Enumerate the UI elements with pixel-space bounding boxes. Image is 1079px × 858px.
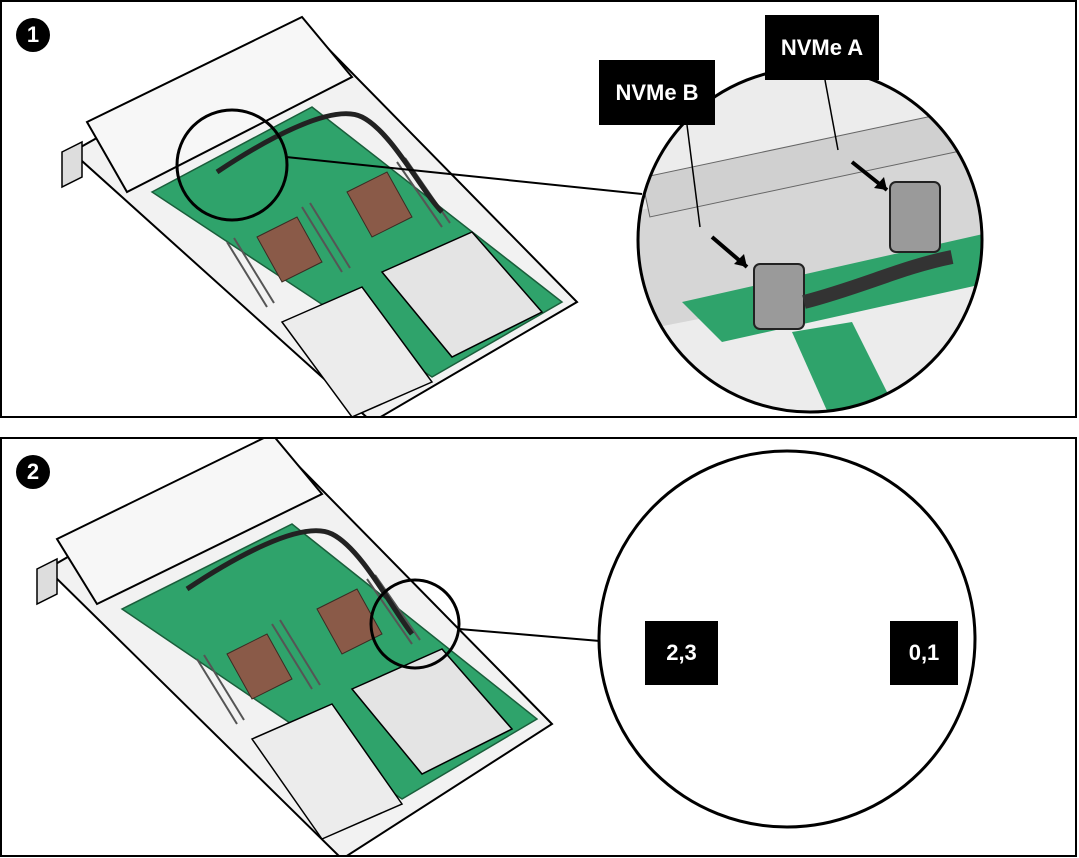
server-chassis [61,15,579,416]
dimm-slots [196,574,421,725]
sas-connectors [692,724,797,794]
step-number-1: 1 [16,18,50,52]
connector-ports-2-3 [707,556,787,634]
dimm-slot-lines [617,549,742,857]
psu-area [280,286,434,416]
cable-bundle [802,250,954,309]
zoom-source-circle [175,108,289,222]
psu-area [250,703,404,840]
connector-nvme-a [889,181,941,253]
step-1-illustration [61,15,984,416]
nvme-cable [185,528,414,636]
leader-nvme-b [686,124,701,228]
header-2-3 [747,647,792,692]
heatsink-cpu-1 [346,171,413,238]
server-chassis [36,439,554,855]
cable-bundle [692,464,847,579]
callout-nvme-a: NVMe A [765,15,879,80]
leader-nvme-a [824,79,839,151]
pcie-riser-area [380,231,544,358]
zoom-connector-line [285,156,643,195]
connector-nvme-b [753,263,805,330]
detail-view-1 [638,68,982,412]
zoom-connector-line [458,628,601,642]
nvme-cable [215,111,444,214]
detail-circle-2 [597,449,977,829]
header-0-1 [812,684,872,734]
callout-ports-2-3: 2,3 [645,621,718,685]
callout-nvme-b: NVMe B [599,60,715,125]
step-2-illustration [36,439,977,857]
heatsink-cpu-1 [316,588,383,655]
callout-ports-0-1: 0,1 [890,621,958,685]
step-1-panel: 1 NVMe A NVMe B [0,0,1077,418]
zoom-source-circle [369,578,461,670]
pcie-riser-area [350,648,514,775]
step-2-panel: 2 2,3 0,1 [0,437,1077,857]
connector-ports-0-1 [797,579,882,657]
step-number-2: 2 [16,455,50,489]
heatsink-cpu-0 [226,633,293,700]
heatsink-cpu-0 [256,216,323,283]
